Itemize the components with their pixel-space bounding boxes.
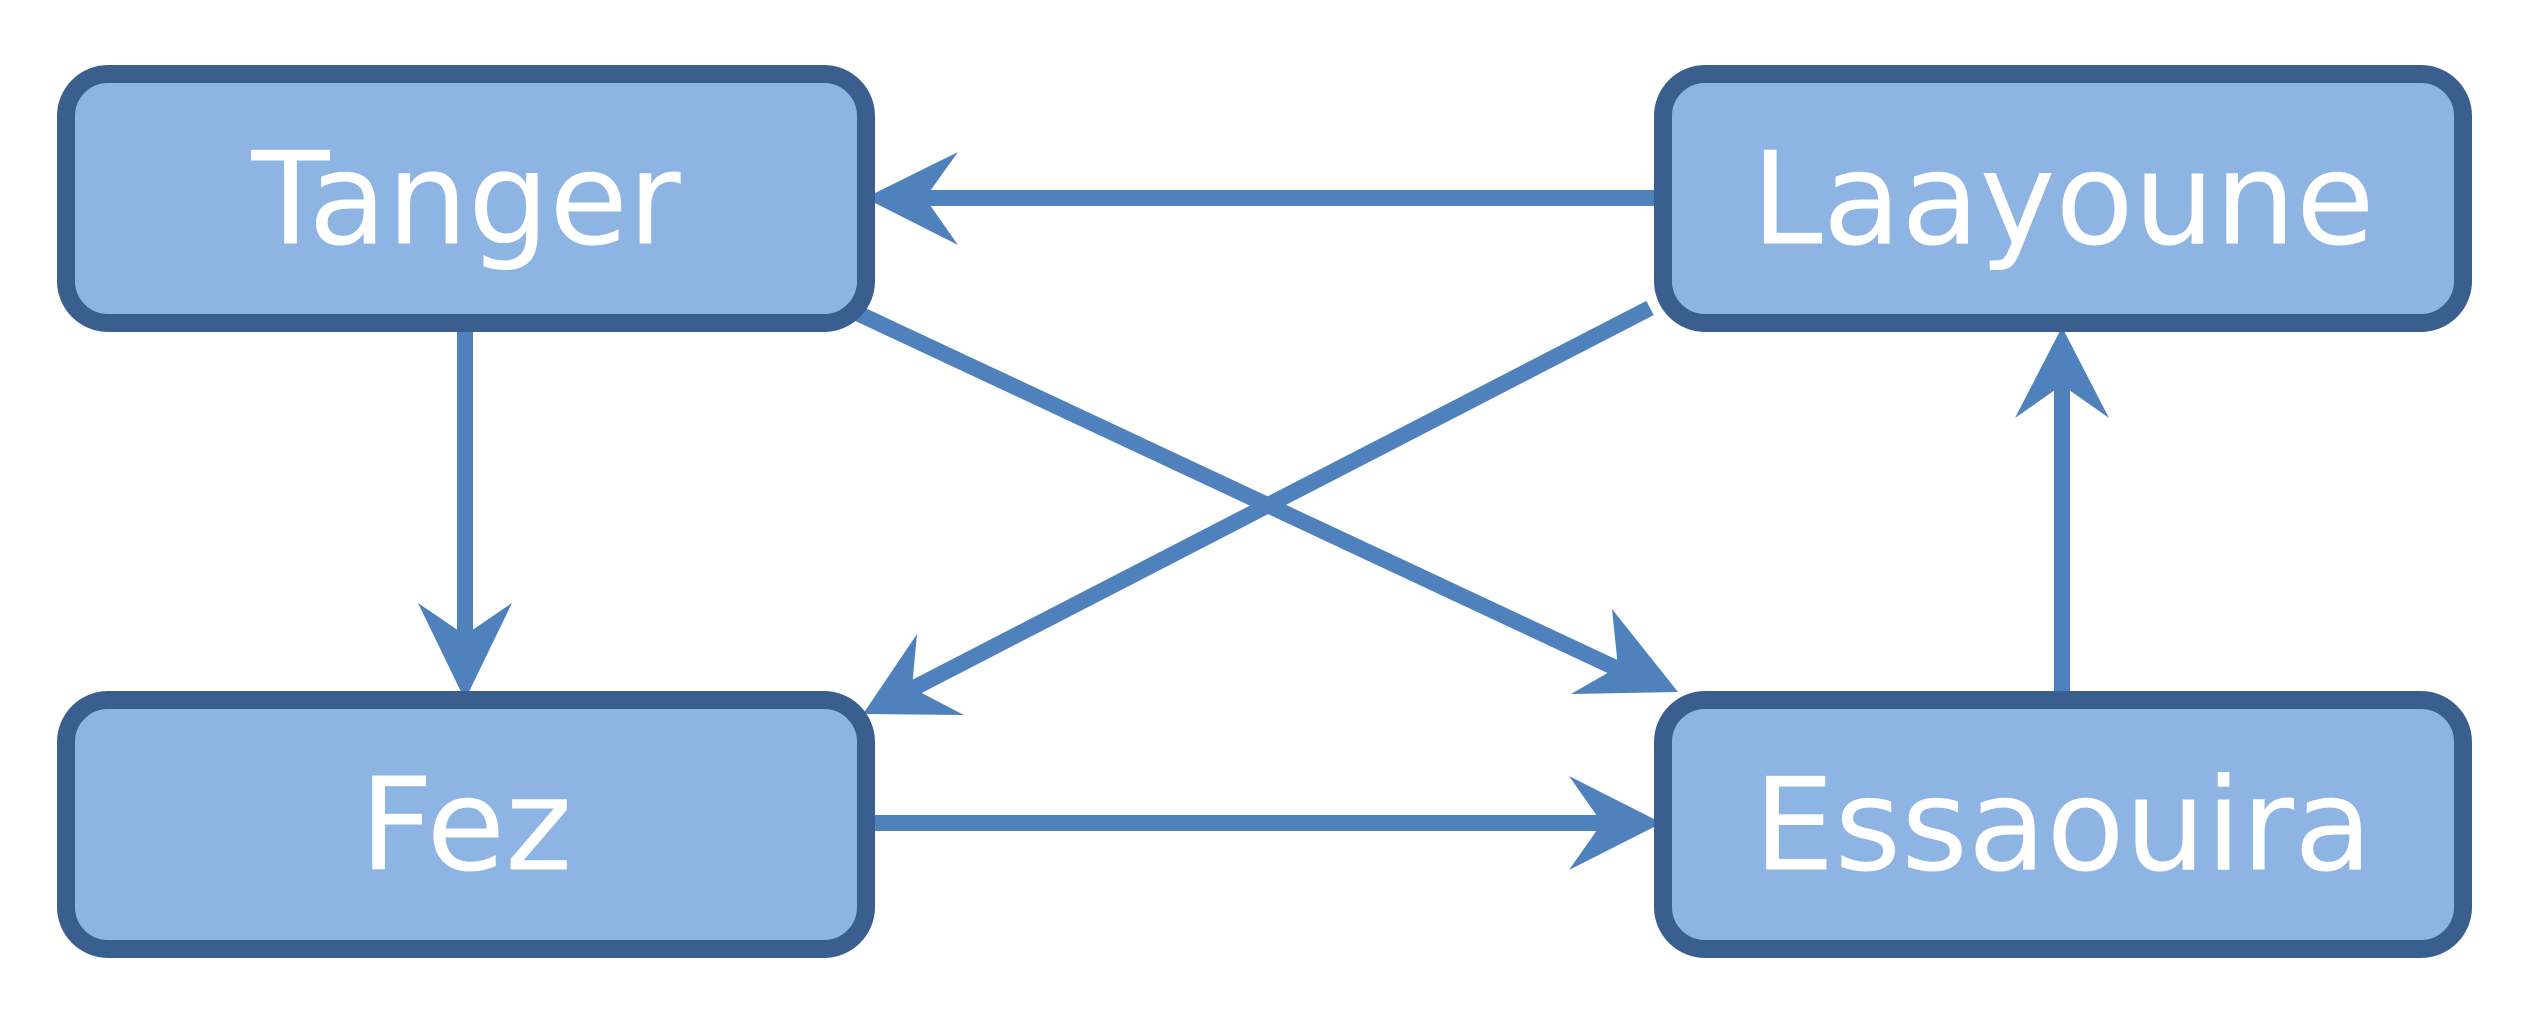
edge-tanger-to-fez [418,325,512,700]
node-laayoune[interactable]: Laayoune [1654,65,2472,332]
arrowhead-icon [865,152,958,245]
arrowhead-icon [2015,327,2109,418]
node-label-laayoune: Laayoune [1751,126,2374,275]
nodes: Tanger Laayoune Fez Essaouira [57,65,2472,958]
edge-laayoune-to-fez [863,300,1654,715]
node-label-fez: Fez [360,752,573,901]
node-tanger[interactable]: Tanger [57,65,875,332]
arrowhead-icon [1569,776,1662,870]
edge-tanger-to-essaouira [851,304,1678,694]
edges [418,152,2109,870]
node-box [57,65,875,332]
node-fez[interactable]: Fez [57,691,875,958]
node-label-tanger: Tanger [250,126,681,275]
node-box [57,691,875,958]
edge-line [906,300,1654,698]
arrowhead-icon [863,634,964,715]
edge-laayoune-to-tanger [865,152,1660,245]
node-essaouira[interactable]: Essaouira [1654,691,2472,958]
node-box [1654,65,2472,332]
edge-line [851,304,1624,678]
arrowhead-icon [418,603,512,700]
arrowhead-icon [1571,609,1678,694]
node-label-essaouira: Essaouira [1754,752,2373,901]
edge-fez-to-essaouira [865,776,1662,870]
edge-essaouira-to-laayoune [2015,327,2109,700]
node-box [1654,691,2472,958]
